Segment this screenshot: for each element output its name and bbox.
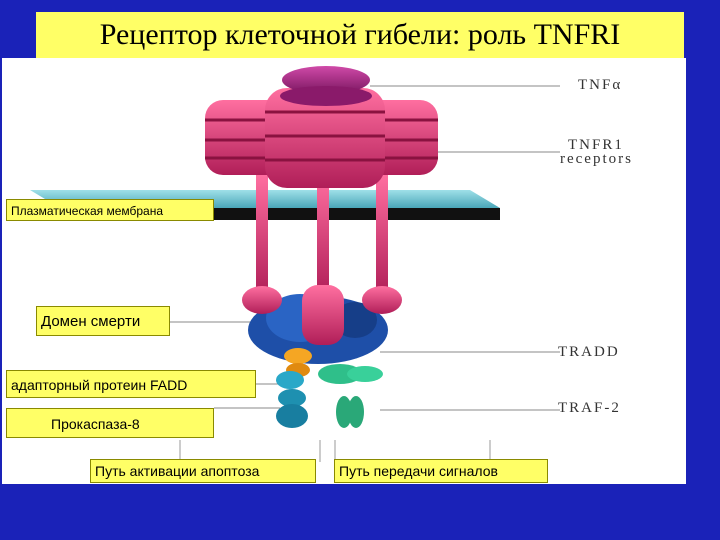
label-tradd: TRADD xyxy=(558,344,620,360)
callout-procaspase-8: Прокаспаза-8 xyxy=(6,408,214,438)
label-receptors: receptors xyxy=(560,151,633,167)
slide-title: Рецептор клеточной гибели: роль TNFRI xyxy=(99,18,621,51)
traf2-protein xyxy=(318,364,383,428)
callout-signaling-pathway: Путь передачи сигналов xyxy=(334,459,548,483)
callout-fadd: адапторный протеин FADD xyxy=(6,370,256,398)
title-bar: Рецептор клеточной гибели: роль TNFRI xyxy=(36,12,684,58)
callout-plasma-membrane: Плазматическая мембрана xyxy=(6,199,214,221)
callout-death-domain: Домен смерти xyxy=(36,306,170,336)
leader-lines xyxy=(170,85,560,411)
label-traf2: TRAF-2 xyxy=(558,400,621,416)
tnfr1-receptor-center xyxy=(265,88,385,188)
receptor-stalks xyxy=(256,175,388,295)
death-domain xyxy=(242,285,402,345)
label-tnf-alpha: TNFα xyxy=(578,77,623,93)
procaspase-8 xyxy=(276,371,308,428)
callout-apoptosis-pathway: Путь активации апоптоза xyxy=(90,459,316,483)
pathway-ticks xyxy=(179,440,491,462)
label-tnfr1: TNFR1 xyxy=(568,137,624,153)
tnf-alpha-ligand xyxy=(280,66,372,106)
